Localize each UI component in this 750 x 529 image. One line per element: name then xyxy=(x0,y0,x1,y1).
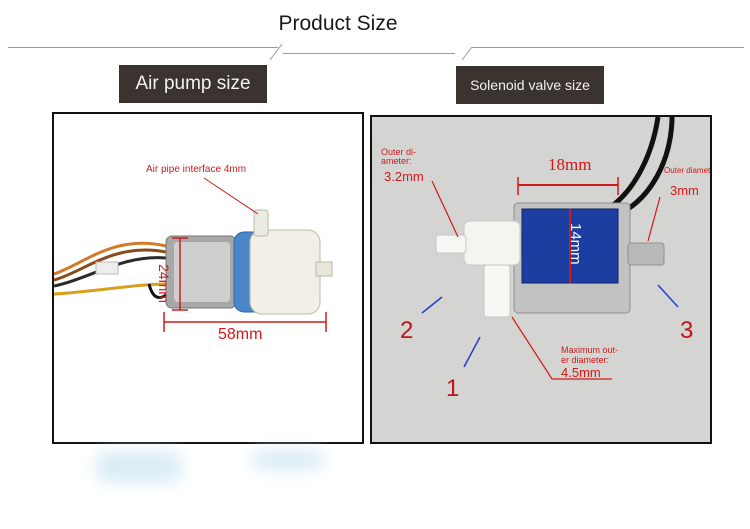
header-divider-slant-left xyxy=(269,43,283,61)
reflection-left xyxy=(96,452,182,482)
valve-outer-diameter-label: Outer di- ameter: xyxy=(381,147,417,166)
air-pipe-interface-label: Air pipe interface 4mm xyxy=(146,164,247,175)
air-pump-illustration xyxy=(54,177,333,332)
valve-port3-diameter-label: Outer diameter xyxy=(664,166,711,175)
pump-height-label: 24mm xyxy=(156,264,172,303)
valve-width-label: 18mm xyxy=(548,155,592,174)
valve-port-3-label: 3 xyxy=(680,317,694,344)
solenoid-valve-size-label: Solenoid valve size xyxy=(456,66,604,104)
valve-port-2-label: 2 xyxy=(400,317,414,344)
air-pump-size-label: Air pump size xyxy=(119,65,267,103)
pump-length-label: 58mm xyxy=(218,326,263,343)
reflection-right xyxy=(252,450,324,470)
valve-height-label: 14mm xyxy=(567,223,584,265)
valve-max-outer-diameter-value: 4.5mm xyxy=(561,365,601,380)
valve-port3-diameter-value: 3mm xyxy=(670,183,699,198)
header-divider-right xyxy=(472,47,744,48)
air-pump-photo: Air pipe interface 4mm 24mm 58mm xyxy=(52,112,364,444)
solenoid-valve-illustration xyxy=(372,117,710,442)
header-divider-middle xyxy=(283,53,455,54)
page-title: Product Size xyxy=(278,12,398,35)
solenoid-valve-photo: Outer di- ameter: 3.2mm 18mm 14mm Outer … xyxy=(370,115,712,444)
valve-outer-diameter-value: 3.2mm xyxy=(384,169,424,184)
valve-max-outer-diameter-label: Maximum out- er diameter: xyxy=(561,345,619,365)
header-divider-left xyxy=(8,47,278,48)
valve-port-1-label: 1 xyxy=(446,375,460,402)
header-divider-slant-right xyxy=(461,46,473,61)
